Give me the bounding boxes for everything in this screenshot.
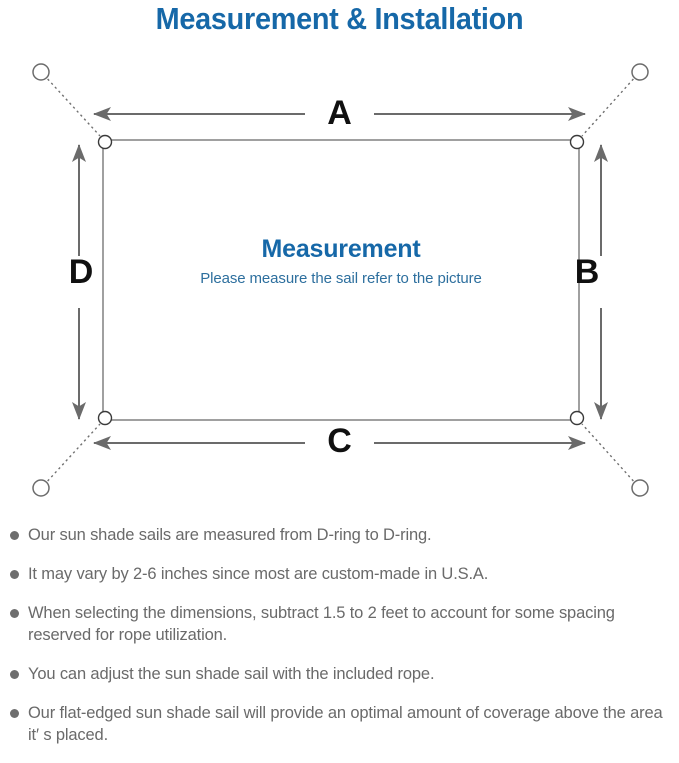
diagram-svg (32, 63, 649, 497)
bullet-icon (10, 531, 19, 540)
measurement-heading: Measurement (261, 235, 421, 263)
anchor-point-bottom-left (32, 479, 50, 497)
anchor-point-top-left (32, 63, 50, 81)
dimension-label-a: A (327, 94, 352, 132)
bullet-icon (10, 570, 19, 579)
dimension-label-c: C (327, 422, 352, 460)
d-ring-top-right (569, 134, 585, 150)
d-ring-bottom-left (97, 410, 113, 426)
anchor-point-top-right (631, 63, 649, 81)
list-item: You can adjust the sun shade sail with t… (0, 663, 679, 685)
anchor-point-bottom-right (631, 479, 649, 497)
page-title: Measurement & Installation (155, 1, 524, 36)
bullet-icon (10, 670, 19, 679)
d-ring-bottom-right (569, 410, 585, 426)
bullet-icon (10, 609, 19, 618)
sail-center-text-block: Measurement Please measure the sail refe… (103, 234, 579, 290)
list-item: When selecting the dimensions, subtract … (0, 602, 679, 646)
list-item: It may vary by 2-6 inches since most are… (0, 563, 679, 585)
notes-list: Our sun shade sails are measured from D-… (0, 524, 679, 763)
list-item: Our flat-edged sun shade sail will provi… (0, 702, 679, 746)
list-item-text: Our sun shade sails are measured from D-… (28, 526, 432, 544)
dimension-label-b: B (574, 253, 600, 291)
list-item-text: When selecting the dimensions, subtract … (28, 604, 615, 644)
dimension-label-d: D (68, 253, 94, 291)
list-item-text: It may vary by 2-6 inches since most are… (28, 565, 489, 583)
d-ring-top-left (97, 134, 113, 150)
list-item-text: Our flat-edged sun shade sail will provi… (28, 704, 663, 744)
sail-rectangle (102, 139, 580, 421)
measurement-subheading: Please measure the sail refer to the pic… (200, 270, 482, 287)
sail-measurement-diagram: A B C D Measurement Please measure the s… (0, 44, 679, 512)
bullet-icon (10, 709, 19, 718)
list-item: Our sun shade sails are measured from D-… (0, 524, 679, 546)
list-item-text: You can adjust the sun shade sail with t… (28, 665, 435, 683)
